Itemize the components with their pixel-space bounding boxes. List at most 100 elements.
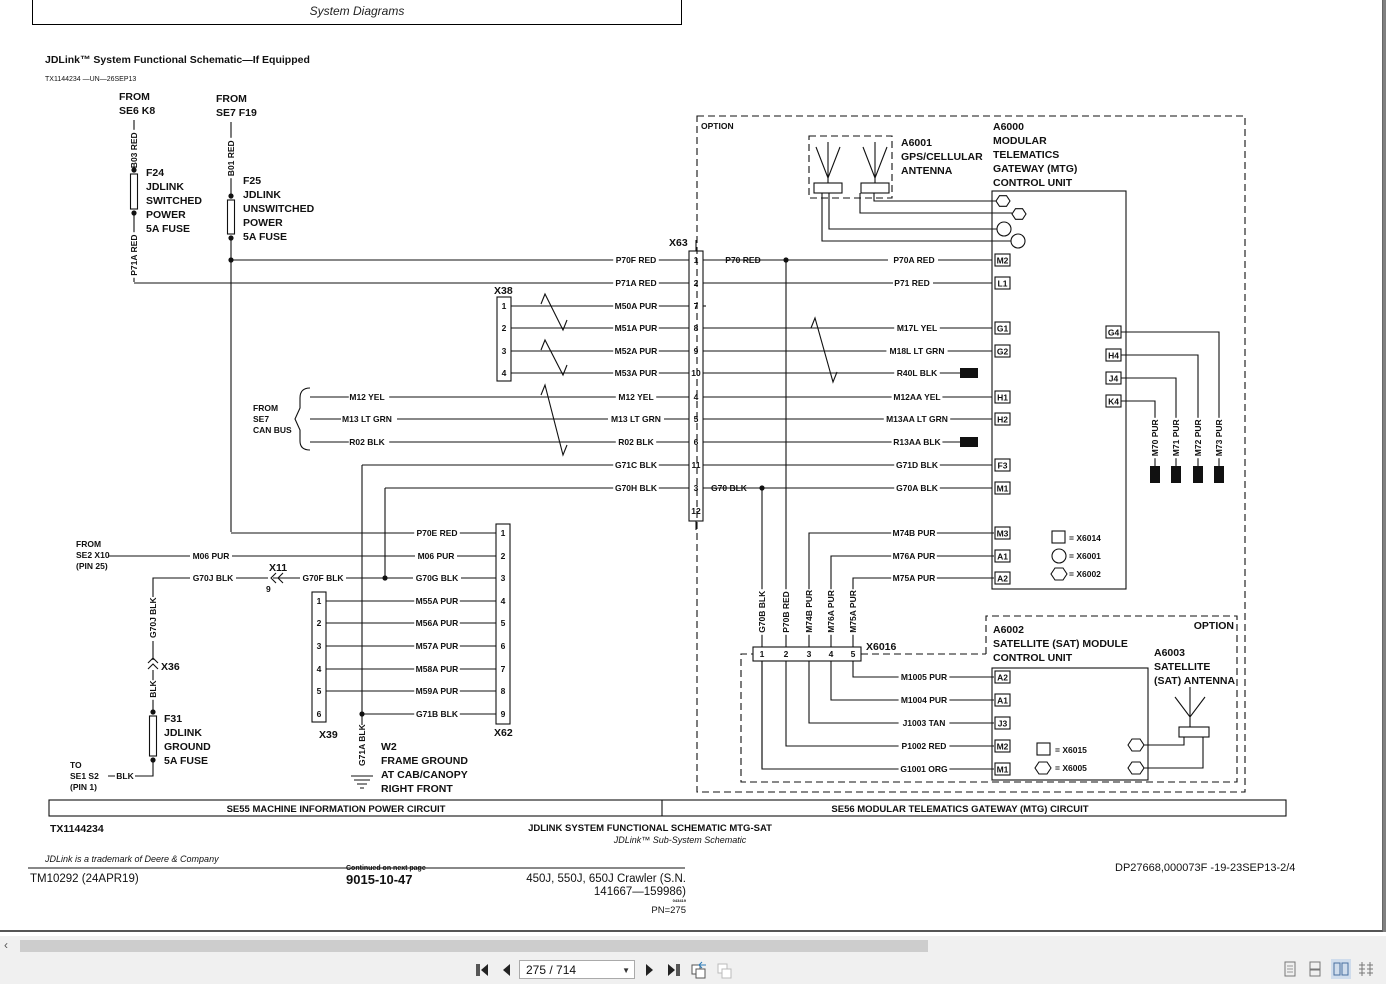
a6001-label: GPS/CELLULAR (901, 151, 983, 163)
next-page-button[interactable] (641, 960, 659, 980)
wire-label-bg (341, 413, 397, 425)
pdf-page: System Diagrams JDLink™ System Functiona… (0, 0, 1383, 932)
wire-label: M06 PUR (193, 551, 230, 561)
wire-label-bg (891, 391, 943, 403)
page-number-select[interactable]: 275 / 714 ▼ (519, 960, 635, 979)
fuse-f24-label: F24 (146, 167, 164, 179)
hex-connector-icon (1127, 738, 1145, 752)
wire-label: G70G BLK (416, 573, 459, 583)
x38-pin-number: 4 (502, 368, 507, 378)
x63-pin-number: 9 (694, 346, 699, 356)
mtg-pin (994, 344, 1011, 358)
horizontal-scrollbar[interactable]: ‹ (0, 936, 1386, 956)
connector-x36-label: X36 (161, 661, 180, 673)
legend-circle-icon (1051, 548, 1067, 564)
x6016-pin-number: 2 (784, 649, 789, 659)
antenna-base (1178, 726, 1210, 738)
pin-label: A1 (997, 552, 1008, 562)
wire-label: M75A PUR (848, 590, 858, 633)
wire-label: M12 YEL (618, 392, 653, 402)
source-label-se1: SE1 S2 (70, 771, 99, 781)
go-forward-view-button[interactable] (715, 960, 735, 980)
wire-label-bg (1171, 417, 1181, 459)
wire-label: M58A PUR (416, 664, 459, 674)
connector-x63-label: X63 (669, 237, 688, 249)
wire-label: M75A PUR (893, 573, 936, 583)
wire-label-bg (348, 436, 390, 448)
wire-label: M52A PUR (615, 346, 658, 356)
wire-label: G70A BLK (896, 483, 939, 493)
wire-break-symbol (540, 383, 568, 457)
a6002-label: CONTROL UNIT (993, 652, 1073, 664)
x62-pin-number: 3 (501, 573, 506, 583)
two-page-continuous-icon (1359, 962, 1373, 976)
first-page-button[interactable] (472, 960, 492, 980)
ground-symbol-icon (351, 775, 373, 789)
wire-label: P1002 RED (902, 741, 947, 751)
wire-label-bg (129, 129, 139, 171)
wire-label: G70H BLK (615, 483, 658, 493)
scrollbar-thumb[interactable] (20, 940, 928, 952)
x63-pin-number: 2 (694, 278, 699, 288)
wire-label: M50A PUR (615, 301, 658, 311)
fuse-f25-label: JDLINK (243, 189, 281, 201)
wire-label: M73 PUR (1214, 419, 1224, 456)
wire-label: B03 RED (129, 132, 139, 168)
option-boundary (696, 115, 1246, 793)
sat-pin (994, 670, 1011, 684)
wire-label-bg (615, 436, 657, 448)
fuse-f31-label: F31 (164, 713, 182, 725)
pin-label: M1 (997, 484, 1009, 494)
wire-label: G70 BLK (711, 483, 748, 493)
two-page-view-button[interactable] (1331, 959, 1351, 979)
wire-label: M72 PUR (1193, 419, 1203, 456)
source-label-se6: SE6 K8 (119, 105, 155, 117)
last-page-button[interactable] (664, 960, 684, 980)
previous-page-icon (503, 964, 510, 976)
a6003-label: (SAT) ANTENNA (1154, 675, 1235, 687)
document-viewer: System Diagrams JDLink™ System Functiona… (0, 0, 1386, 932)
wire-label-bg (414, 617, 460, 629)
legend-label: = X6015 (1055, 745, 1087, 755)
wire-label: M57A PUR (416, 641, 459, 651)
wire-label: P71A RED (615, 278, 656, 288)
document-reference: DP27668,000073F -19-23SEP13-2/4 (1115, 862, 1295, 874)
wire-break-symbol (540, 338, 568, 377)
w2-ground-label: W2 (381, 741, 397, 753)
pin-label: F3 (998, 461, 1008, 471)
mtg-pin (994, 390, 1011, 404)
round-connector-icon (996, 221, 1012, 237)
antenna-cable (821, 193, 1011, 242)
legend-label: = X6014 (1069, 533, 1101, 543)
pin-label: J4 (1109, 374, 1119, 384)
fuse-f24-label: SWITCHED (146, 195, 202, 207)
pin-label: K4 (1108, 397, 1119, 407)
connector-x38 (496, 296, 512, 382)
x39-pin-number: 5 (317, 686, 322, 696)
wire-label-bg (129, 232, 139, 278)
x6016-pin-number: 5 (851, 649, 856, 659)
go-back-view-button[interactable] (689, 960, 709, 980)
wire-label-bg (190, 550, 232, 562)
fuse-terminal-dot (131, 167, 137, 173)
x39-pin-number: 2 (317, 618, 322, 628)
antenna-cable (873, 193, 996, 202)
wire-label: M76A PUR (893, 551, 936, 561)
continuous-view-button[interactable] (1305, 959, 1325, 979)
splice-dot (382, 575, 388, 581)
connector-x6016-label: X6016 (866, 641, 897, 653)
single-page-view-button[interactable] (1280, 959, 1300, 979)
x63-pin-number: 6 (694, 437, 699, 447)
trademark-note: JDLink is a trademark of Deere & Company (44, 854, 219, 864)
pin-label: M2 (997, 742, 1009, 752)
previous-page-button[interactable] (497, 960, 515, 980)
wire-label-bg (781, 589, 791, 635)
a6002-label: SATELLITE (SAT) MODULE (993, 638, 1128, 650)
source-label-se6: FROM (119, 91, 150, 103)
wire-label: G70B BLK (757, 590, 767, 633)
wire-terminator (960, 437, 978, 447)
connector-x11-label: X11 (269, 562, 287, 574)
two-page-continuous-view-button[interactable] (1356, 959, 1376, 979)
scroll-left-arrow-icon[interactable]: ‹ (4, 938, 8, 952)
wire-terminator (1150, 466, 1160, 483)
